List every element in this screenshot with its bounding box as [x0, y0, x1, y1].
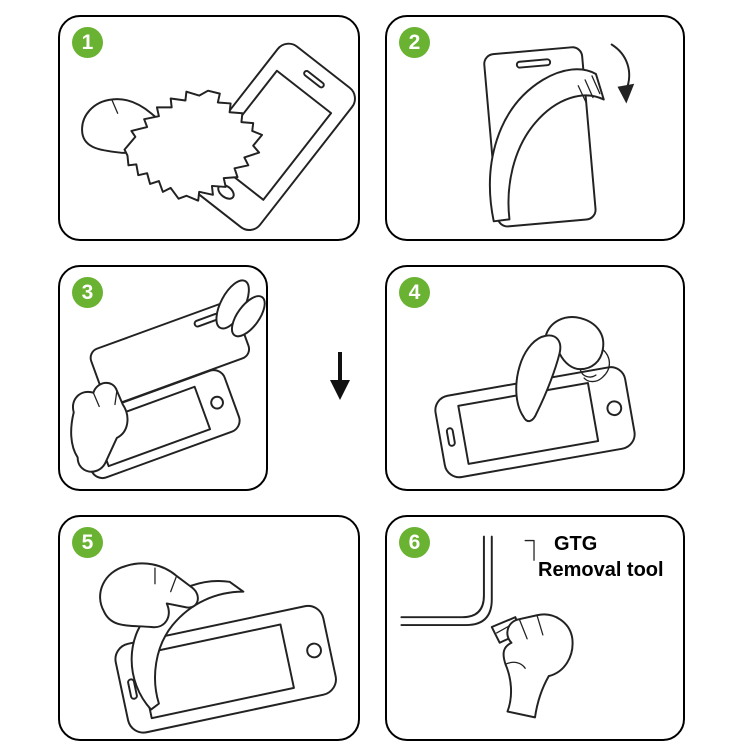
step-panel-5: 5 — [58, 515, 360, 741]
peel-backing-film-icon — [483, 43, 635, 228]
removal-tool-label: GTG Removal tool — [538, 531, 664, 583]
step-number-badge: 3 — [72, 277, 103, 308]
step-number-badge: 5 — [72, 527, 103, 558]
step-panel-1: 1 — [58, 15, 360, 241]
step-panel-3: 3 — [58, 265, 268, 491]
step-number-badge: 1 — [72, 27, 103, 58]
step-number-badge: 4 — [399, 277, 430, 308]
press-screen-center-icon — [434, 316, 636, 479]
smooth-film-on-phone-icon — [99, 562, 337, 734]
wipe-screen-with-cloth-icon — [81, 42, 356, 231]
step-number: 6 — [408, 530, 421, 554]
label-leader-line — [524, 539, 535, 561]
step-panel-6: 6 — [385, 515, 685, 741]
step-number: 5 — [81, 530, 94, 554]
step-number: 3 — [81, 280, 94, 304]
step-panel-2: 2 — [385, 15, 685, 241]
removal-tool-label-line1: GTG — [554, 533, 598, 555]
step-panel-4: 4 — [385, 265, 685, 491]
removal-tool-label-line2: Removal tool — [538, 559, 664, 581]
step-number-badge: 6 — [399, 527, 430, 558]
step-number: 1 — [81, 30, 94, 54]
step-number-badge: 2 — [399, 27, 430, 58]
step-number: 4 — [408, 280, 421, 304]
place-glass-on-phone-icon — [70, 279, 266, 480]
pry-corner-with-removal-tool-icon — [400, 535, 574, 719]
down-arrow — [330, 352, 350, 400]
step-number: 2 — [408, 30, 421, 54]
